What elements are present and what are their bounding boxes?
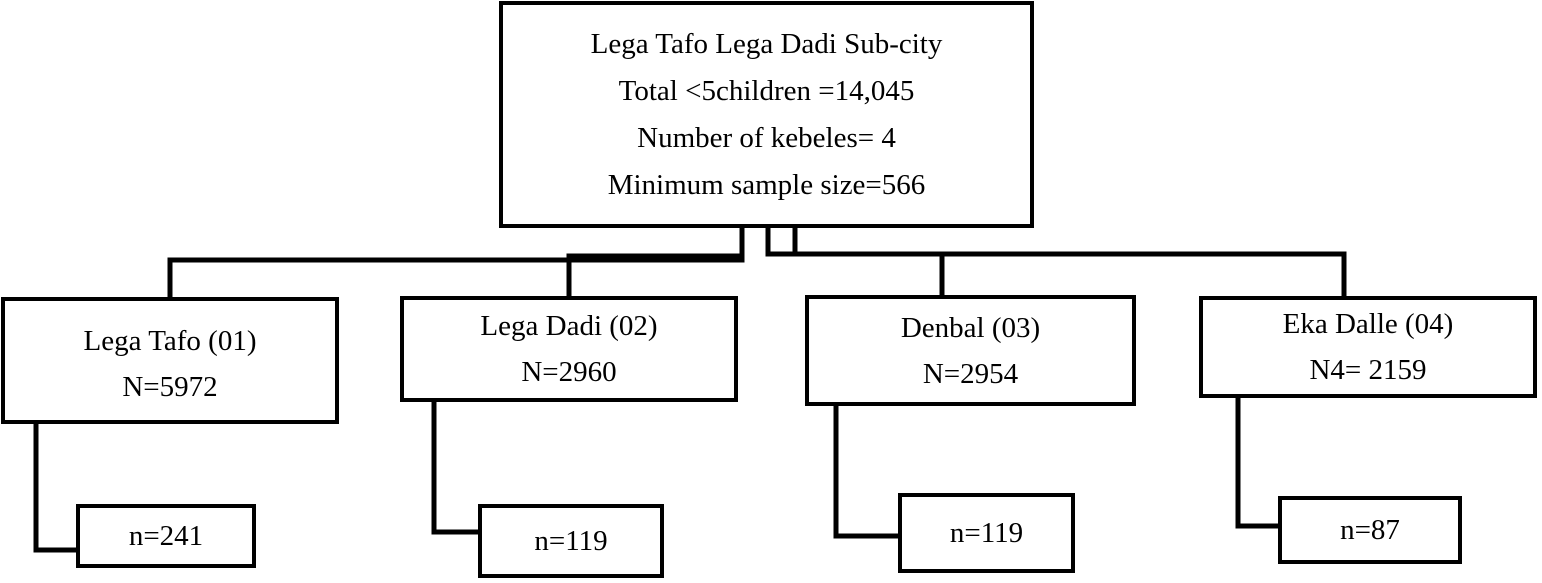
- kebele-name: Eka Dalle (04): [1282, 308, 1454, 340]
- root-box: Lega Tafo Lega Dadi Sub-city Total <5chi…: [499, 1, 1034, 228]
- kebele-box-lega-dadi: Lega Dadi (02) N=2960: [400, 296, 738, 402]
- kebele-box-lega-tafo: Lega Tafo (01) N=5972: [1, 297, 339, 424]
- root-kebele-count: Number of kebeles= 4: [637, 121, 896, 154]
- root-total-children: Total <5children =14,045: [618, 74, 915, 107]
- sample-size: n=87: [1340, 514, 1400, 546]
- kebele-population: N4= 2159: [1309, 354, 1427, 386]
- kebele-population: N=5972: [122, 370, 218, 403]
- branch-to-lega-dadi: [566, 253, 745, 301]
- kebele-box-eka-dalle: Eka Dalle (04) N4= 2159: [1199, 296, 1537, 398]
- kebele-population: N=2960: [521, 356, 617, 388]
- sample-box-lega-dadi: n=119: [478, 504, 664, 578]
- branch-to-denbal-eka-dalle: [765, 251, 1347, 303]
- kebele-name: Denbal (03): [900, 311, 1041, 344]
- root-title: Lega Tafo Lega Dadi Sub-city: [590, 27, 943, 60]
- kebele-name: Lega Dadi (02): [480, 310, 658, 342]
- sample-size: n=119: [534, 525, 608, 557]
- sample-size: n=119: [949, 517, 1024, 549]
- lega-tafo-sample-connector: [33, 419, 79, 553]
- kebele-name: Lega Tafo (01): [83, 324, 257, 357]
- denbal-sample-connector: [833, 401, 901, 539]
- root-sample-size: Minimum sample size=566: [607, 168, 926, 201]
- sample-box-denbal: n=119: [898, 493, 1075, 573]
- eka-dalle-sample-connector: [1235, 393, 1281, 529]
- kebele-box-denbal: Denbal (03) N=2954: [805, 295, 1136, 406]
- sample-box-eka-dalle: n=87: [1278, 496, 1462, 564]
- sample-box-lega-tafo: n=241: [76, 504, 256, 568]
- kebele-population: N=2954: [922, 357, 1019, 390]
- branch-to-lega-tafo: [167, 257, 745, 301]
- lega-dadi-sample-connector: [431, 397, 481, 535]
- sample-size: n=241: [128, 520, 204, 552]
